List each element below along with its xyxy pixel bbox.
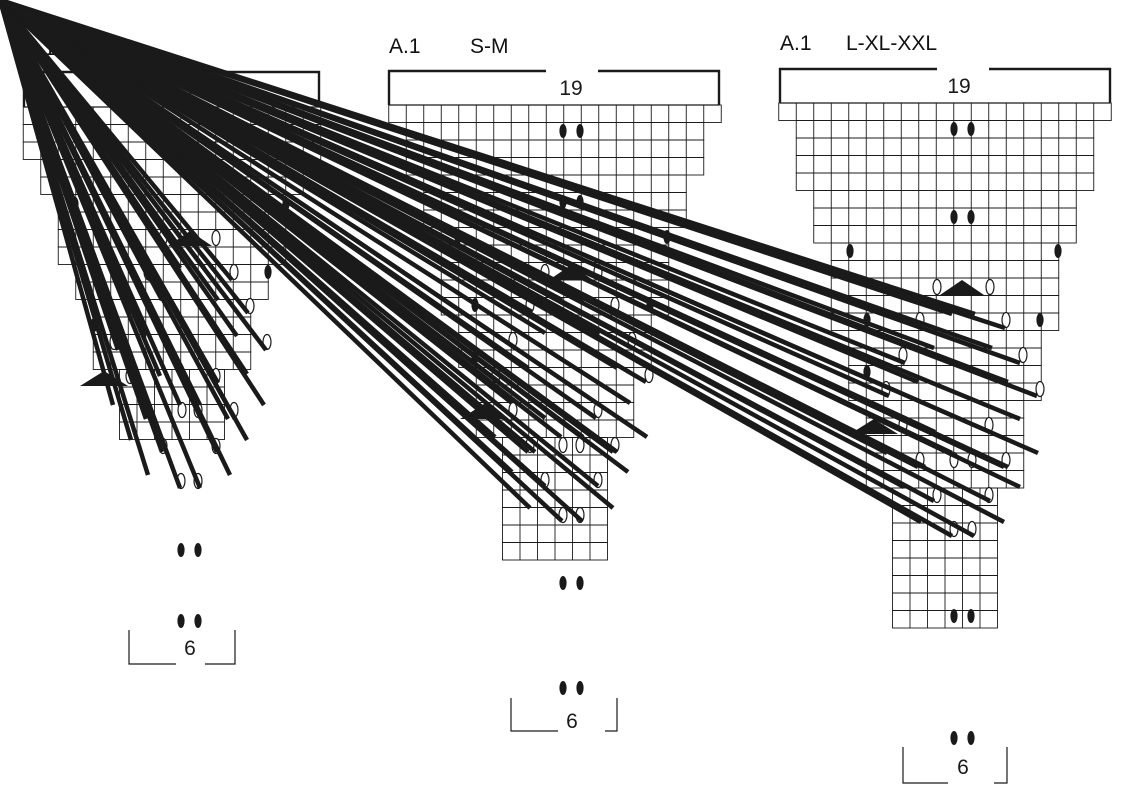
purl-dot-icon	[559, 576, 567, 590]
purl-dot-icon	[559, 681, 567, 695]
grid-row	[795, 137, 1095, 156]
chart-3-bottom-count: 6	[957, 756, 969, 779]
top-bracket-right	[217, 70, 321, 107]
chart-2-bottom-count: 6	[566, 710, 578, 733]
decrease-triangle-icon	[940, 280, 984, 295]
cable-bar-icon	[0, 0, 1021, 366]
cable-bar-icon	[0, 0, 1021, 422]
decrease-triangle-icon	[80, 371, 128, 386]
top-bracket-right	[989, 67, 1112, 103]
purl-dot-icon	[576, 681, 584, 695]
top-bracket-left	[778, 67, 937, 103]
purl-dot-icon	[950, 210, 958, 224]
top-bracket-left	[387, 69, 546, 105]
chart-l-xl-xxl	[0, 0, 1112, 784]
grid-row	[405, 122, 705, 141]
yarn-over-circle-icon	[211, 229, 221, 247]
purl-dot-icon	[194, 543, 202, 557]
cable-bar-icon	[0, 0, 151, 476]
bottom-bracket-right	[605, 698, 618, 732]
purl-dot-icon	[1036, 313, 1044, 327]
purl-dot-icon	[264, 265, 272, 279]
purl-dot-icon	[177, 614, 185, 628]
purl-dot-icon	[950, 122, 958, 136]
yarn-over-circle-icon	[177, 401, 187, 419]
yarn-over-circle-icon	[1001, 311, 1011, 329]
cable-bar-icon	[0, 0, 648, 384]
grid-row	[848, 365, 1042, 384]
cable-bar-icon	[0, 0, 632, 405]
grid-row	[830, 242, 1060, 261]
cable-bar-icon	[0, 0, 1006, 331]
cable-bar-icon	[0, 0, 1021, 490]
purl-dot-icon	[1054, 244, 1062, 258]
top-bracket-right	[598, 69, 721, 105]
grid-row	[795, 172, 1095, 191]
yarn-over-circle-icon	[932, 278, 942, 296]
bottom-bracket-left	[510, 698, 558, 732]
grid-row	[795, 155, 1095, 174]
cable-bar-icon	[0, 0, 1038, 399]
grid-row	[830, 260, 1060, 279]
bottom-bracket-left	[128, 630, 176, 665]
grid-row	[795, 120, 1095, 139]
chart-2-label: A.1	[389, 35, 421, 58]
chart-3-size: L-XL-XXL	[846, 32, 938, 55]
purl-dot-icon	[967, 731, 975, 745]
purl-dot-icon	[950, 609, 958, 623]
grid-row	[778, 102, 1112, 121]
purl-dot-icon	[194, 614, 202, 628]
yarn-over-circle-icon	[1018, 346, 1028, 364]
chart-3-label: A.1	[780, 32, 812, 55]
cable-bar-icon	[0, 0, 630, 474]
cable-bar-icon	[0, 0, 615, 510]
yarn-over-circle-icon	[229, 263, 239, 281]
chart-xs	[0, 0, 322, 665]
grid-row	[813, 190, 1077, 209]
purl-dot-icon	[576, 576, 584, 590]
cable-bar-icon	[0, 0, 183, 489]
bottom-bracket-left	[902, 747, 948, 784]
grid-row	[388, 104, 722, 123]
purl-dot-icon	[950, 731, 958, 745]
purl-dot-icon	[559, 124, 567, 138]
bottom-bracket-right	[205, 630, 236, 665]
cable-bar-icon	[0, 0, 203, 489]
cable-bar-icon	[0, 0, 976, 538]
purl-dot-icon	[967, 609, 975, 623]
chart-1-bottom-count: 6	[184, 637, 196, 660]
chart-2-size: S-M	[470, 35, 509, 58]
decrease-triangle-icon	[168, 231, 212, 246]
purl-dot-icon	[846, 244, 854, 258]
bottom-bracket-right	[994, 747, 1008, 784]
chart-2-top-count: 19	[559, 77, 582, 100]
purl-dot-icon	[576, 124, 584, 138]
cable-bar-icon	[0, 0, 584, 523]
purl-dot-icon	[177, 543, 185, 557]
grid-row	[813, 207, 1077, 226]
decrease-triangle-icon	[460, 404, 508, 419]
grid-row	[813, 225, 1077, 244]
cable-bar-icon	[0, 0, 268, 352]
yarn-over-circle-icon	[558, 436, 568, 454]
chart-1-top-count: 17	[173, 80, 196, 103]
decrease-triangle-icon	[850, 419, 898, 434]
yarn-over-circle-icon	[1035, 380, 1045, 398]
cable-bar-icon	[0, 0, 266, 407]
yarn-over-circle-icon	[985, 278, 995, 296]
cable-bar-icon	[0, 0, 249, 442]
cable-bar-icon	[0, 0, 1006, 524]
chart-3-top-count: 19	[947, 75, 970, 98]
cable-bar-icon	[0, 0, 649, 439]
cable-bar-icon	[0, 0, 1039, 456]
cable-bar-icon	[0, 0, 233, 476]
purl-dot-icon	[967, 210, 975, 224]
purl-dot-icon	[967, 122, 975, 136]
